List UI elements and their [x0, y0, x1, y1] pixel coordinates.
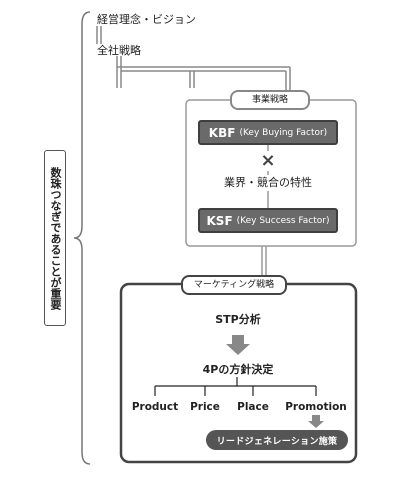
policy-label: 4Pの方針決定	[202, 363, 274, 376]
product-label: Product	[131, 401, 179, 413]
promotion-arrow	[308, 415, 324, 428]
vision-label: 経営理念・ビジョン	[97, 13, 196, 26]
left-bracket	[73, 11, 91, 465]
lead-gen-pill: リードジェネレーション施策	[206, 430, 348, 450]
times-symbol: ×	[257, 151, 279, 171]
marketing-strategy-tag-text: マーケティング戦略	[193, 279, 275, 290]
business-strategy-tag-text: 事業戦略	[251, 94, 288, 105]
kbf-abbr: KBF	[208, 125, 236, 140]
price-label: Price	[190, 401, 220, 413]
ksf-box: KSF (Key Success Factor)	[198, 208, 338, 233]
industry-traits-label: 業界・競合の特性	[212, 175, 324, 191]
business-strategy-tag: 事業戦略	[230, 90, 310, 110]
promotion-label: Promotion	[285, 401, 347, 413]
stp-label: STP分析	[215, 313, 261, 326]
company-strategy-label: 全社戦略	[97, 44, 141, 57]
marketing-strategy-tag: マーケティング戦略	[181, 275, 287, 295]
place-label: Place	[237, 401, 269, 413]
ksf-full: (Key Success Factor)	[236, 215, 330, 226]
kbf-box: KBF (Key Buying Factor)	[198, 120, 338, 145]
down-arrow	[226, 335, 250, 355]
ksf-abbr: KSF	[206, 213, 233, 228]
side-label: 数珠つなぎであることが重要	[49, 166, 62, 310]
side-label-box: 数珠つなぎであることが重要	[44, 150, 66, 326]
kbf-full: (Key Buying Factor)	[239, 127, 328, 138]
